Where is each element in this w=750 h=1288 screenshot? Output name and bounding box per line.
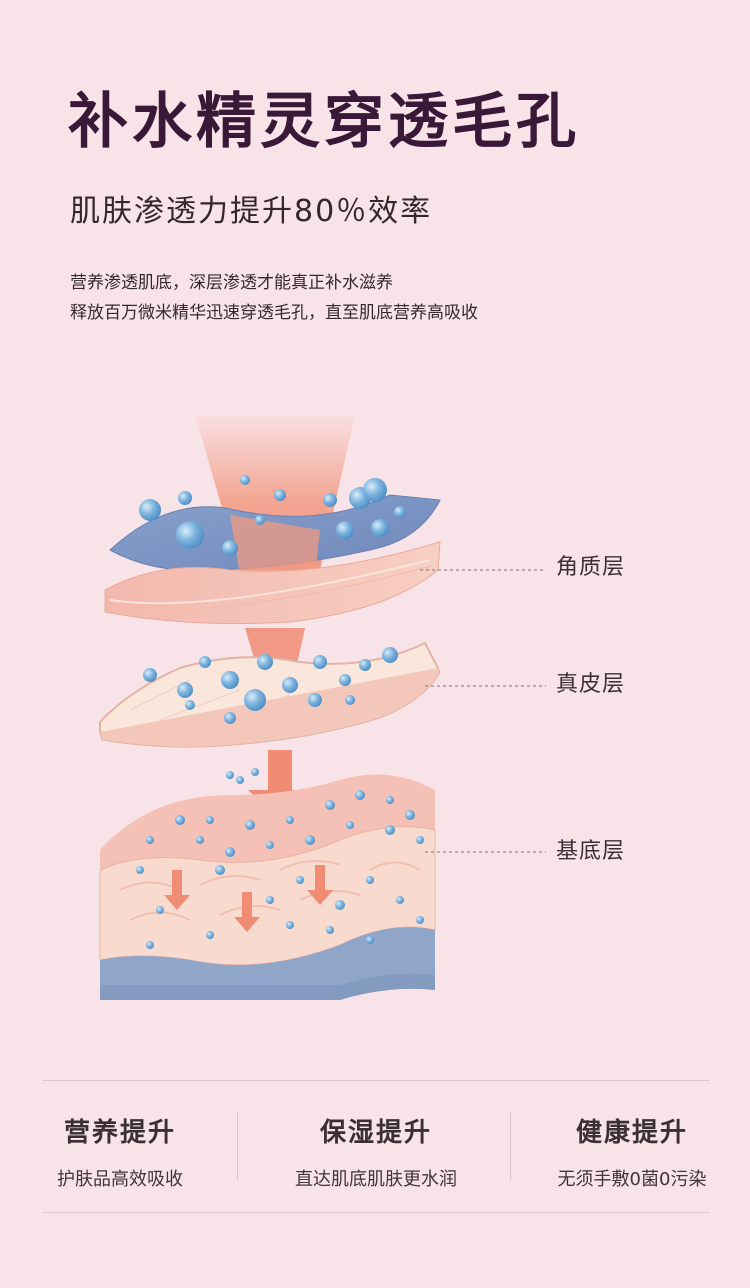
water-bubble (305, 835, 315, 845)
water-bubble (366, 936, 374, 944)
basal-arrow (307, 865, 333, 905)
water-bubble (215, 865, 225, 875)
feature-desc: 护肤品高效吸收 (57, 1169, 183, 1190)
water-bubble (175, 815, 185, 825)
water-bubble (226, 771, 234, 779)
water-bubble (177, 682, 193, 698)
water-bubble (323, 493, 337, 507)
water-bubble (178, 491, 192, 505)
water-bubble (394, 506, 406, 518)
water-bubble (221, 671, 239, 689)
feature-title: 保湿提升 (319, 1118, 432, 1148)
water-bubble (146, 836, 154, 844)
water-bubble (366, 876, 374, 884)
water-bubble (244, 689, 266, 711)
water-bubble (386, 796, 394, 804)
water-bubble (136, 866, 144, 874)
water-bubble (196, 836, 204, 844)
water-bubble (206, 931, 214, 939)
feature-separator (510, 1112, 511, 1180)
label-dermis: 真皮层 (556, 672, 626, 697)
water-bubble (382, 647, 398, 663)
feature-health: 健康提升 无须手敷0菌0污染 (522, 1112, 742, 1191)
feature-nutrition: 营养提升 护肤品高效吸收 (10, 1112, 230, 1191)
water-bubble (257, 654, 273, 670)
water-bubble (325, 800, 335, 810)
water-bubble (266, 841, 274, 849)
water-bubble (286, 816, 294, 824)
water-bubble (335, 900, 345, 910)
feature-title: 营养提升 (63, 1118, 176, 1148)
basal-arrow (164, 870, 190, 910)
features-top-divider (42, 1080, 710, 1081)
feature-moisture: 保湿提升 直达肌底肌肤更水润 (266, 1112, 486, 1191)
water-bubble (339, 674, 351, 686)
page-subtitle: 肌肤渗透力提升80％效率 (70, 194, 433, 229)
feature-desc: 直达肌底肌肤更水润 (295, 1169, 457, 1190)
water-bubble (199, 656, 211, 668)
water-bubble (222, 540, 238, 556)
basal-layer-blue (100, 927, 435, 1000)
label-basal: 基底层 (556, 839, 626, 864)
features-bottom-divider (42, 1212, 710, 1213)
water-bubble (206, 816, 214, 824)
water-bubble (185, 700, 195, 710)
label-corneum: 角质层 (556, 555, 626, 580)
water-bubble (225, 847, 235, 857)
water-bubble (363, 478, 387, 502)
description-line: 营养渗透肌底，深层渗透才能真正补水滋养 (70, 273, 393, 293)
water-bubble (236, 776, 244, 784)
water-bubble (359, 659, 371, 671)
skin-layers-illustration (99, 415, 441, 1000)
water-bubble (245, 820, 255, 830)
description: 营养渗透肌底，深层渗透才能真正补水滋养 释放百万微米精华迅速穿透毛孔，直至肌底营… (70, 268, 478, 328)
water-bubble (313, 655, 327, 669)
water-bubble (336, 521, 354, 539)
feature-desc: 无须手敷0菌0污染 (557, 1169, 707, 1190)
water-bubble (355, 790, 365, 800)
water-bubble (274, 489, 286, 501)
water-bubble (139, 499, 161, 521)
water-bubble (308, 693, 322, 707)
water-bubble (296, 876, 304, 884)
water-bubble (146, 941, 154, 949)
water-bubble (396, 896, 404, 904)
water-bubble (345, 695, 355, 705)
feature-separator (237, 1112, 238, 1180)
water-bubble (326, 926, 334, 934)
water-bubble (282, 677, 298, 693)
water-bubble (286, 921, 294, 929)
basal-arrow (234, 892, 260, 932)
water-bubble (385, 825, 395, 835)
water-bubble (416, 916, 424, 924)
water-bubbles (136, 475, 424, 949)
water-bubble (371, 519, 389, 537)
description-line: 释放百万微米精华迅速穿透毛孔，直至肌底营养高吸收 (70, 303, 478, 323)
water-bubble (240, 475, 250, 485)
water-bubble (224, 712, 236, 724)
water-bubble (156, 906, 164, 914)
basal-layer-top (100, 774, 435, 870)
feature-title: 健康提升 (575, 1118, 688, 1148)
water-bubble (251, 768, 259, 776)
water-bubble (266, 896, 274, 904)
water-bubble (255, 515, 265, 525)
water-bubble (176, 521, 204, 549)
water-bubble (405, 810, 415, 820)
water-bubble (346, 821, 354, 829)
water-bubble (416, 836, 424, 844)
page-title: 补水精灵穿透毛孔 (68, 87, 580, 157)
water-bubble (143, 668, 157, 682)
